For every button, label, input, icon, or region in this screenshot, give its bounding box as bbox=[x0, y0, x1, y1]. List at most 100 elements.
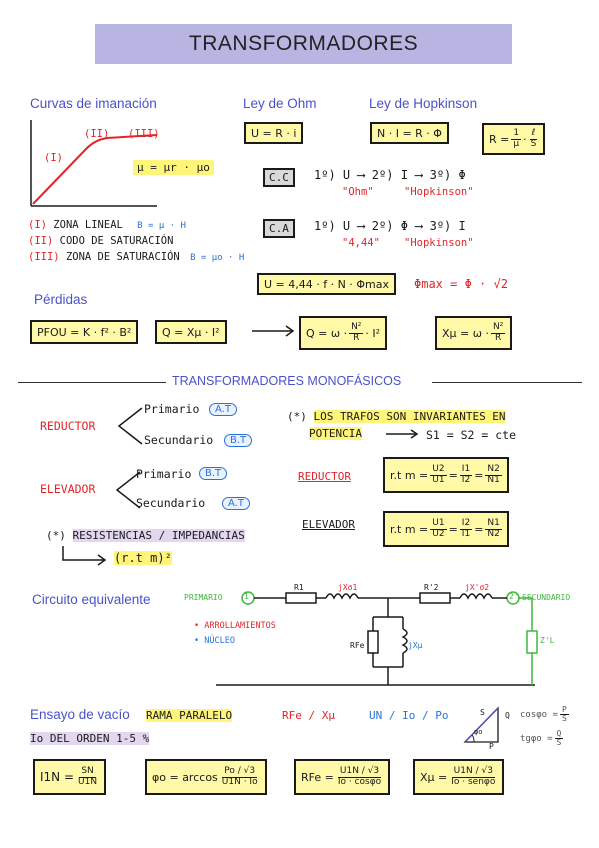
arrow-icon bbox=[252, 325, 295, 337]
phi0-num: Po / √3 bbox=[222, 766, 258, 778]
rt-elevador-label: ELEVADOR bbox=[302, 518, 355, 531]
ca-label: C.A bbox=[263, 219, 295, 238]
secundario-label: SECUNDARIO bbox=[522, 593, 571, 602]
reductor-secundario: Secundario bbox=[144, 433, 214, 447]
ohm-heading: Ley de Ohm bbox=[243, 96, 317, 111]
phi0-lhs: φo = arccos bbox=[152, 770, 218, 784]
legend-1-id: (I) bbox=[28, 219, 47, 231]
invariant-arrow-icon bbox=[386, 429, 419, 439]
xmu-omega-num: N² bbox=[490, 322, 506, 334]
elevador-label: ELEVADOR bbox=[40, 482, 96, 496]
zone-2-label: (II) bbox=[84, 128, 110, 140]
cc-note-hopkinson: "Hopkinson" bbox=[404, 186, 474, 198]
i1n-lhs: I1N = bbox=[40, 770, 75, 784]
circuito-heading: Circuito equivalente bbox=[32, 592, 151, 607]
legend-1-formula: B = μ · H bbox=[137, 221, 186, 231]
elevador-brace bbox=[115, 471, 141, 509]
rt-elevador-i-den: I1 bbox=[461, 528, 471, 539]
x1-label: jXσ1 bbox=[338, 583, 358, 592]
curvas-heading: Curvas de imanación bbox=[30, 96, 157, 111]
ca-note-hopkinson: "Hopkinson" bbox=[404, 237, 474, 249]
i1n-den: U1N bbox=[78, 776, 98, 787]
q-omega-den: R bbox=[353, 332, 360, 343]
legend-1: (I) ZONA LINEAL B = μ · H bbox=[28, 219, 186, 231]
legend-1-text: ZONA LINEAL bbox=[53, 219, 123, 231]
reductor-brace bbox=[117, 407, 143, 445]
ca-sequence: 1º) U ⟶ 2º) Φ ⟶ 3º) I bbox=[314, 219, 466, 233]
r2-label: R'2 bbox=[424, 583, 439, 592]
r1-label: R1 bbox=[294, 583, 304, 592]
rfe-num: U1N / √3 bbox=[337, 766, 382, 778]
legend-2-text: CODO DE SATURACIÓN bbox=[59, 235, 174, 247]
zone-3-label: (III) bbox=[128, 128, 160, 140]
reluctance-den2: S bbox=[530, 138, 537, 149]
ohm-formula: U = R · i bbox=[244, 122, 304, 144]
xmu-lhs: Xμ = bbox=[420, 770, 448, 784]
xmu-label: jXμ bbox=[408, 641, 423, 650]
rt-reductor-u-den: U1 bbox=[432, 474, 445, 485]
vacio-heading: Ensayo de vacío bbox=[30, 707, 130, 722]
resistencias-arrow-icon bbox=[62, 546, 107, 566]
reductor-label: REDUCTOR bbox=[40, 419, 96, 433]
legend-3-text: ZONA DE SATURACIÓN bbox=[65, 251, 180, 263]
rt-elevador-i-num: I2 bbox=[459, 518, 473, 530]
zl-label: Z'L bbox=[540, 636, 555, 645]
elevador-primario: Primario bbox=[136, 467, 192, 481]
test-params: UN / Io / Po bbox=[369, 709, 449, 722]
phimax-formula: Φmax = Φ · √2 bbox=[414, 277, 508, 291]
triangle-s-label: S bbox=[480, 708, 485, 717]
rfe-label: RFe bbox=[350, 641, 365, 650]
reluctance-num1: 1 bbox=[511, 128, 522, 140]
zone-1-label: (I) bbox=[44, 152, 63, 164]
resistencias-note: (*) RESISTENCIAS / IMPEDANCIAS bbox=[46, 529, 245, 542]
rama-paralelo: RAMA PARALELO bbox=[146, 709, 233, 722]
xmu-omega-lhs: Xμ = ω · bbox=[442, 326, 489, 340]
hopkinson-formula: N · I = R · Φ bbox=[370, 122, 449, 144]
ca-note-444: "4,44" bbox=[342, 237, 380, 249]
legend-3-id: (III) bbox=[28, 251, 60, 263]
rt-reductor-i-den: I2 bbox=[461, 474, 471, 485]
legend-3: (III) ZONA DE SATURACIÓN B = μo · H bbox=[28, 251, 244, 263]
triangle-phi-label: φo bbox=[474, 728, 483, 736]
mono-heading: TRANSFORMADORES MONOFÁSICOS bbox=[172, 374, 402, 388]
page-title: TRANSFORMADORES bbox=[95, 24, 512, 64]
q-formula: Q = Xμ · I² bbox=[155, 320, 227, 344]
rt-reductor-label: REDUCTOR bbox=[298, 470, 351, 483]
cos-num: P bbox=[559, 705, 569, 716]
tg-den: S bbox=[556, 738, 562, 748]
equivalent-circuit bbox=[216, 591, 538, 686]
q-omega-lhs: Q = ω · bbox=[306, 326, 348, 340]
rfe-den: Io · cosφo bbox=[337, 776, 382, 787]
invariant-text1: LOS TRAFOS SON INVARIANTES EN bbox=[313, 410, 506, 423]
legend-3-formula: B = μo · H bbox=[190, 253, 245, 263]
invariant-note-line2: POTENCIA bbox=[309, 427, 362, 440]
legend-2-id: (II) bbox=[28, 235, 54, 247]
triangle-p-label: P bbox=[489, 742, 494, 751]
bullet-arrollamientos: • ARROLLAMIENTOS bbox=[194, 621, 276, 631]
node-2-label: 2' bbox=[509, 592, 519, 601]
pfe-formula: PFOU = K · f² · B² bbox=[30, 320, 139, 344]
rt-reductor-n-den: N1 bbox=[487, 474, 500, 485]
elevador-secundario: Secundario bbox=[136, 496, 206, 510]
q-omega-tail: · I² bbox=[365, 326, 381, 340]
magnetization-curve bbox=[30, 120, 158, 207]
rfe-lhs: RFe = bbox=[301, 770, 334, 784]
perdidas-heading: Pérdidas bbox=[34, 292, 88, 307]
elevador-bt-badge: B.T bbox=[199, 467, 228, 480]
resistencias-star: (*) bbox=[46, 529, 66, 542]
xmu-den: Io · senφo bbox=[451, 776, 496, 787]
elevador-at-badge: A.T bbox=[222, 497, 250, 510]
legend-2: (II) CODO DE SATURACIÓN bbox=[28, 235, 173, 247]
tg-lhs: tgφo = bbox=[520, 733, 553, 744]
rt-elevador-u-den: U2 bbox=[432, 528, 445, 539]
rt-elevador-u-num: U1 bbox=[430, 518, 447, 530]
node-1-label: 1 bbox=[244, 592, 249, 601]
primario-label: PRIMARIO bbox=[184, 593, 223, 602]
triangle-q-label: Q bbox=[505, 711, 510, 720]
